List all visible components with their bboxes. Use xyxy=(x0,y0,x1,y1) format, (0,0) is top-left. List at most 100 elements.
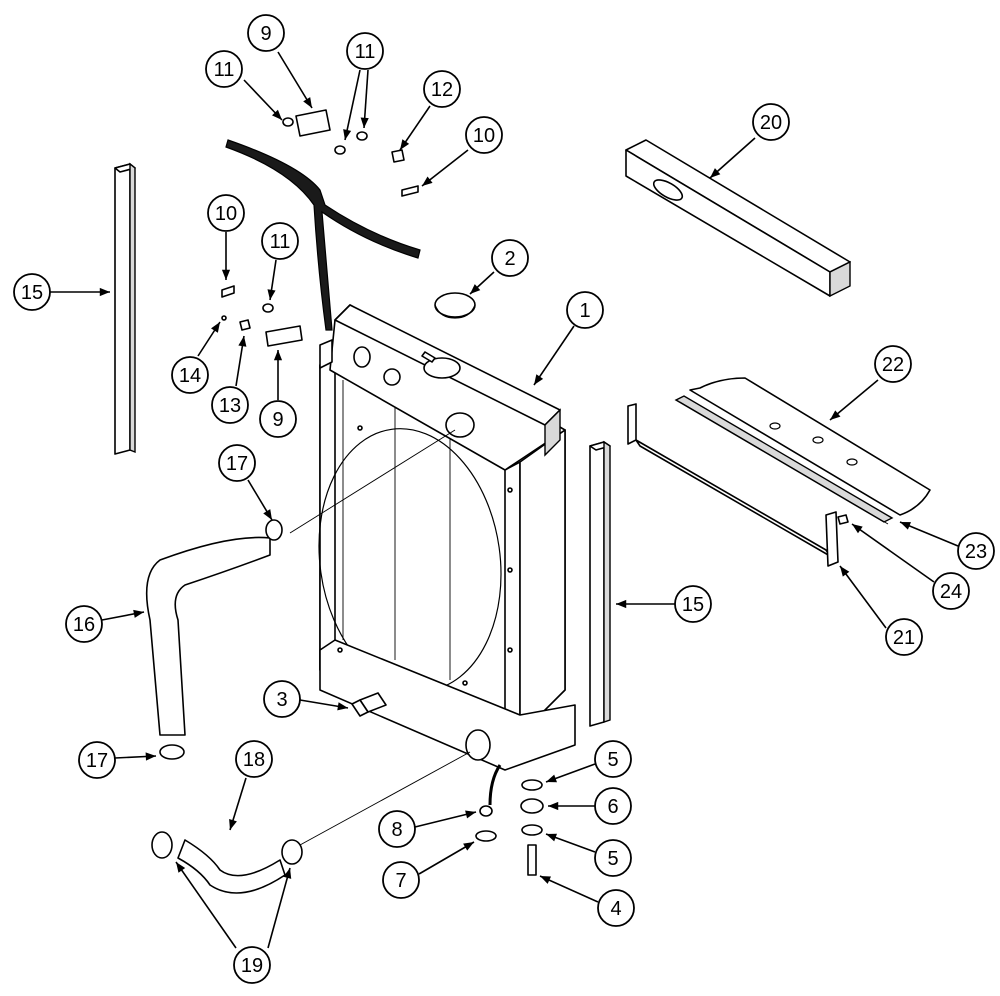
callout-7: 7 xyxy=(382,861,420,899)
arrow-head-15 xyxy=(99,287,110,297)
callout-circle xyxy=(957,532,995,570)
callout-circle xyxy=(171,356,209,394)
callout-number: 12 xyxy=(431,79,453,101)
callout-number: 4 xyxy=(610,898,621,920)
leader-line-21 xyxy=(839,565,887,629)
callout-number: 23 xyxy=(965,541,987,563)
callout-13: 13 xyxy=(211,386,249,424)
callout-11: 11 xyxy=(261,222,299,260)
radiator-cap xyxy=(434,292,476,319)
callout-15: 15 xyxy=(674,585,712,623)
callout-circle xyxy=(597,889,635,927)
arrow-head-22 xyxy=(830,410,841,420)
callout-number: 10 xyxy=(215,203,237,225)
callout-number: 24 xyxy=(940,581,962,603)
leader-line-4 xyxy=(539,875,599,903)
callout-circle xyxy=(752,103,790,141)
upper-hose xyxy=(145,519,283,760)
arrow-head-9 xyxy=(273,350,283,361)
callout-leaders xyxy=(50,51,959,949)
callout-circle xyxy=(346,32,384,70)
arrow-head-19 xyxy=(283,868,292,879)
bracket-nut xyxy=(837,514,849,525)
callout-circle xyxy=(874,345,912,383)
callout-number: 6 xyxy=(607,796,618,818)
arrow-head-11 xyxy=(267,289,276,300)
callout-circle xyxy=(247,14,285,52)
leader-line-23 xyxy=(899,521,959,547)
callout-18: 18 xyxy=(235,740,273,778)
callout-10: 10 xyxy=(207,194,245,232)
arrow-head-11 xyxy=(272,109,282,120)
arrow-head-24 xyxy=(852,524,863,534)
arrow-head-2 xyxy=(470,284,481,294)
callout-number: 10 xyxy=(473,125,495,147)
callout-number: 20 xyxy=(760,112,782,134)
arrow-head-20 xyxy=(710,168,721,178)
leader-line-7 xyxy=(418,841,475,875)
callout-number: 11 xyxy=(214,59,235,81)
callout-9: 9 xyxy=(247,14,285,52)
callout-circle xyxy=(211,386,249,424)
callout-circle xyxy=(885,618,923,656)
callout-24: 24 xyxy=(932,572,970,610)
callout-number: 9 xyxy=(260,23,271,45)
callout-4: 4 xyxy=(597,889,635,927)
callout-circle xyxy=(566,291,604,329)
callout-12: 12 xyxy=(423,70,461,108)
callout-number: 19 xyxy=(241,955,263,977)
callout-circle xyxy=(594,839,632,877)
callout-group: 1191112102015101121141392217232416152131… xyxy=(13,14,995,984)
callout-number: 2 xyxy=(504,248,515,270)
callout-1: 1 xyxy=(566,291,604,329)
callout-19: 19 xyxy=(233,946,271,984)
leader-line-1 xyxy=(533,325,575,386)
arrow-head-11 xyxy=(360,117,369,128)
callout-number: 18 xyxy=(243,749,265,771)
callout-circle xyxy=(491,239,529,277)
callout-circle xyxy=(674,585,712,623)
callout-number: 21 xyxy=(893,627,915,649)
leader-line-22 xyxy=(829,379,879,421)
callout-8: 8 xyxy=(378,810,416,848)
arrow-head-8 xyxy=(465,810,476,819)
callout-number: 9 xyxy=(272,409,283,431)
callout-number: 11 xyxy=(270,231,291,253)
callout-circle xyxy=(382,861,420,899)
arrow-head-21 xyxy=(840,566,850,577)
arrow-head-19 xyxy=(176,862,186,873)
leader-line-9 xyxy=(277,51,313,109)
leader-line-11 xyxy=(344,69,361,141)
top-hardware xyxy=(221,109,419,347)
callout-21: 21 xyxy=(885,618,923,656)
callout-2: 2 xyxy=(491,239,529,277)
callout-circle xyxy=(233,946,271,984)
callout-circle xyxy=(423,70,461,108)
callout-circle xyxy=(932,572,970,610)
arrow-head-12 xyxy=(400,139,410,150)
callout-22: 22 xyxy=(874,345,912,383)
leader-line-19 xyxy=(175,861,237,949)
mount-hardware xyxy=(475,779,544,876)
arrow-head-16 xyxy=(133,609,144,618)
callout-17: 17 xyxy=(78,741,116,779)
arrow-head-18 xyxy=(229,819,237,830)
callout-5: 5 xyxy=(594,740,632,778)
callout-20: 20 xyxy=(752,103,790,141)
arrow-head-7 xyxy=(463,842,474,851)
callout-circle xyxy=(261,222,299,260)
callout-circle xyxy=(465,116,503,154)
callout-10: 10 xyxy=(465,116,503,154)
callout-number: 17 xyxy=(86,750,108,772)
callout-5: 5 xyxy=(594,839,632,877)
callout-circle xyxy=(594,787,632,825)
arrow-head-6 xyxy=(548,801,559,811)
shroud-plate xyxy=(689,377,931,516)
arrow-head-15 xyxy=(616,599,627,609)
callout-circle xyxy=(594,740,632,778)
foam-strip-left xyxy=(114,162,136,455)
arrow-head-9 xyxy=(303,97,312,108)
callout-15: 15 xyxy=(13,273,51,311)
arrow-head-4 xyxy=(540,876,551,884)
